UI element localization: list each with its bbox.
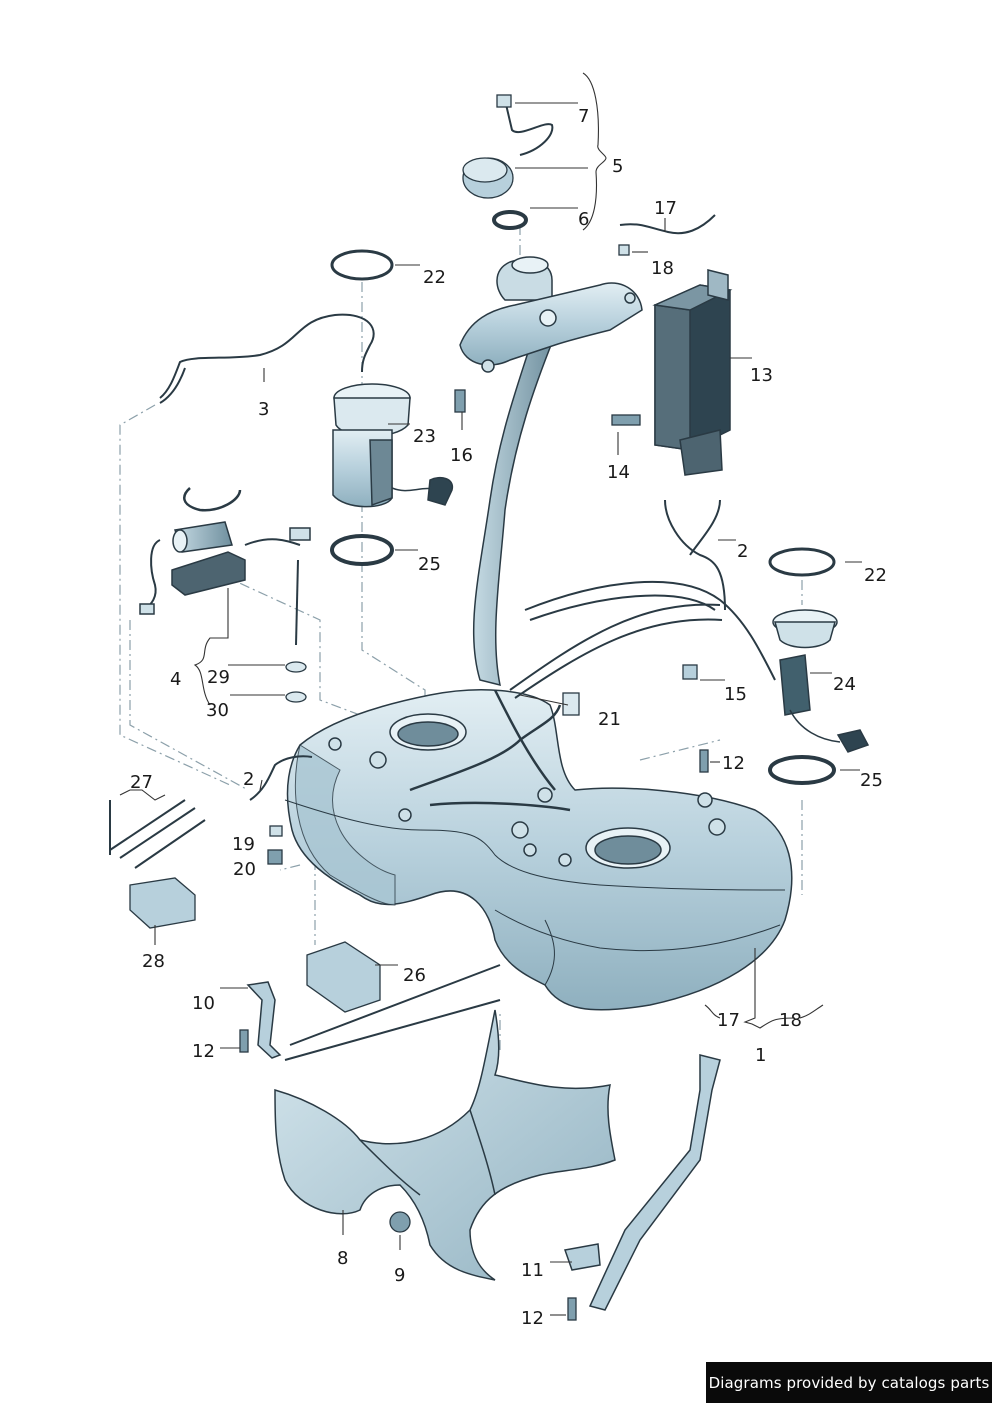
- callout-16: 16: [450, 445, 473, 466]
- callout-20: 20: [233, 859, 256, 880]
- callout-12: 12: [521, 1308, 544, 1329]
- callout-11: 11: [521, 1260, 544, 1281]
- callout-26: 26: [403, 965, 426, 986]
- callout-8: 8: [337, 1248, 349, 1269]
- callout-1: 1: [755, 1045, 767, 1066]
- callout-4: 4: [170, 669, 182, 690]
- fuel-pump-module: [332, 383, 454, 508]
- callout-22: 22: [423, 267, 446, 288]
- small-fittings: [129, 94, 836, 1321]
- fuel-lines: [109, 99, 776, 1061]
- callout-9: 9: [394, 1265, 406, 1286]
- callout-29: 29: [207, 667, 230, 688]
- callout-25: 25: [418, 554, 441, 575]
- callout-22: 22: [864, 565, 887, 586]
- callout-5: 5: [612, 156, 624, 177]
- callout-10: 10: [192, 993, 215, 1014]
- callout-14: 14: [607, 462, 630, 483]
- fuel-filter-assembly: [139, 487, 311, 646]
- attribution-banner: Diagrams provided by catalogs parts: [706, 1362, 992, 1403]
- callout-21: 21: [598, 709, 621, 730]
- callout-27: 27: [130, 772, 153, 793]
- leader-lines: [119, 72, 862, 1316]
- evap-canister: [652, 269, 733, 476]
- tank-straps: [246, 981, 721, 1311]
- filler-neck: [459, 256, 643, 687]
- callout-25: 25: [860, 770, 883, 791]
- callout-2: 2: [243, 769, 255, 790]
- callout-13: 13: [750, 365, 773, 386]
- callout-30: 30: [206, 700, 229, 721]
- callout-28: 28: [142, 951, 165, 972]
- callout-12: 12: [192, 1041, 215, 1062]
- heat-shield: [274, 1009, 616, 1281]
- callout-23: 23: [413, 426, 436, 447]
- callout-18: 18: [651, 258, 674, 279]
- callout-7: 7: [578, 106, 590, 127]
- callout-17: 17: [717, 1010, 740, 1031]
- callout-24: 24: [833, 674, 856, 695]
- fuel-tank: [284, 689, 793, 1011]
- callout-6: 6: [578, 209, 590, 230]
- callout-17: 17: [654, 198, 677, 219]
- callout-2: 2: [737, 541, 749, 562]
- attribution-text: Diagrams provided by catalogs parts: [708, 1373, 990, 1392]
- callout-15: 15: [724, 684, 747, 705]
- fuel-level-sender: [772, 609, 870, 753]
- callout-12: 12: [722, 753, 745, 774]
- callout-18: 18: [779, 1010, 802, 1031]
- callout-19: 19: [232, 834, 255, 855]
- callout-3: 3: [258, 399, 270, 420]
